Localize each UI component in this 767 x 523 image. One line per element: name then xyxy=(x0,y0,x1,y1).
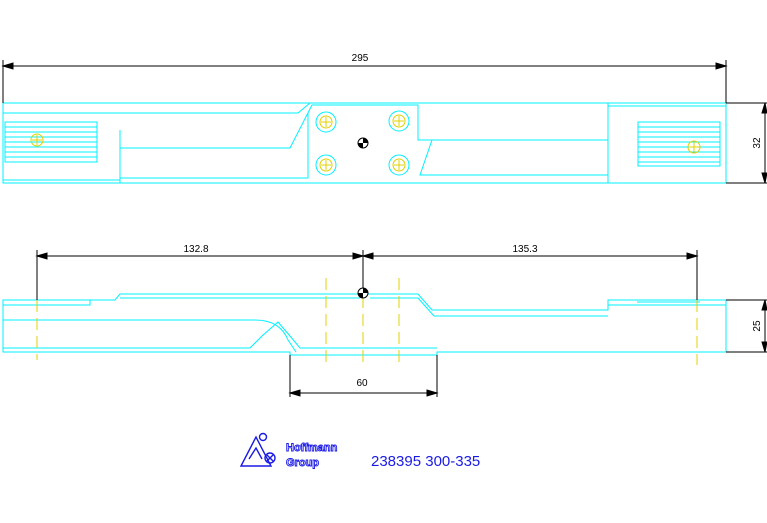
left-ribbing xyxy=(5,126,97,158)
part-number: 238395 300-335 xyxy=(371,453,480,470)
screw-hole-bottom-right xyxy=(388,154,410,176)
dimension-overall-length-label: 295 xyxy=(352,53,369,64)
dimension-center-width xyxy=(288,355,439,397)
logo-icon xyxy=(239,432,276,467)
side-view-centerlines xyxy=(36,278,698,365)
screw-hole-bottom-left xyxy=(315,154,337,176)
right-ribbing xyxy=(638,126,720,163)
dimension-top-height-label: 32 xyxy=(752,137,763,149)
right-end-block xyxy=(637,121,721,167)
dimension-left-offset xyxy=(35,250,365,300)
center-datum-symbol-side xyxy=(357,287,369,299)
top-view-crosshairs xyxy=(32,116,699,170)
logo-text-group: Group xyxy=(286,457,319,469)
dimension-right-offset-label: 135.3 xyxy=(512,244,537,255)
left-end-hole xyxy=(30,133,44,147)
dimension-side-height xyxy=(726,299,767,353)
dimension-side-height-label: 25 xyxy=(752,320,763,332)
side-view-outline xyxy=(2,293,727,356)
right-end-hole xyxy=(687,140,701,154)
logo-text-hoffmann: Hoffmann xyxy=(286,442,338,454)
dimension-overall-length xyxy=(1,60,728,103)
center-datum-symbol-top xyxy=(357,137,369,149)
screw-hole-top-left xyxy=(315,111,337,133)
screw-hole-top-right xyxy=(388,110,410,132)
side-view xyxy=(2,293,727,356)
dimension-left-offset-label: 132.8 xyxy=(183,244,208,255)
side-view-profile xyxy=(3,297,726,353)
hoffmann-group-logo: Hoffmann Group xyxy=(239,432,338,469)
dimension-center-width-label: 60 xyxy=(356,378,368,389)
top-view-steps xyxy=(3,105,726,183)
top-view xyxy=(2,102,727,184)
top-view-outline xyxy=(2,102,727,184)
dimension-right-offset xyxy=(361,250,699,300)
dimension-top-height xyxy=(726,102,767,184)
